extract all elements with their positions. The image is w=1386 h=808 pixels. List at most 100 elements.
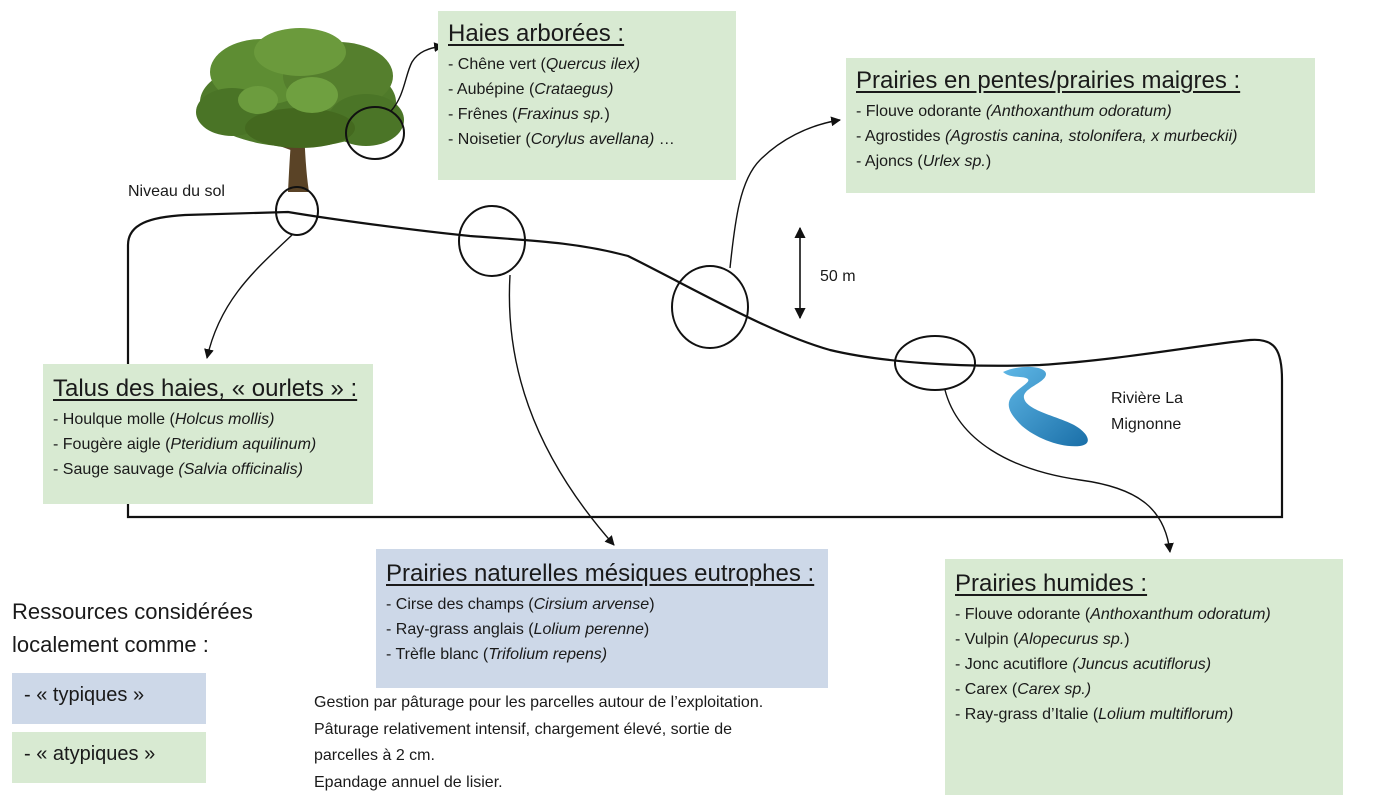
species-latin-name: Quercus ilex) bbox=[545, 56, 641, 73]
species-latin-name: (Agrostis canina, stolonifera, x murbeck… bbox=[944, 128, 1238, 145]
species-latin-name: Carex sp.) bbox=[1017, 681, 1092, 698]
legend-heading-line2: localement comme : bbox=[12, 632, 209, 657]
species-latin-name: Lolium perenne bbox=[533, 621, 644, 638]
species-item: - Trèfle blanc (Trifolium repens) bbox=[386, 642, 818, 667]
species-common-name: - Sauge sauvage bbox=[53, 461, 179, 478]
species-item: - Ray-grass anglais (Lolium perenne) bbox=[386, 617, 818, 642]
river-label: Rivière La Mignonne bbox=[1111, 386, 1183, 438]
legend-heading: Ressources considérées localement comme … bbox=[12, 595, 253, 661]
river-label-line2: Mignonne bbox=[1111, 416, 1182, 433]
hedge-trees-list: - Chêne vert (Quercus ilex)- Aubépine (C… bbox=[448, 52, 726, 152]
species-item: - Frênes (Fraxinus sp.) bbox=[448, 102, 726, 127]
management-note-line: Epandage annuel de lisier. bbox=[314, 773, 503, 791]
management-note-line: parcelles à 2 cm. bbox=[314, 747, 435, 764]
arrow-to-hedge-banks bbox=[204, 234, 293, 359]
circle-slope-meadow bbox=[671, 265, 749, 349]
arrow-to-mesic-meadows bbox=[508, 274, 615, 546]
hedge-banks-title: Talus des haies, « ourlets » : bbox=[53, 375, 358, 402]
legend-heading-line1: Ressources considérées bbox=[12, 599, 253, 624]
terrain-profile-line bbox=[126, 210, 1284, 519]
species-item: - Fougère aigle (Pteridium aquilinum) bbox=[53, 432, 363, 457]
species-common-name: - Cirse des champs ( bbox=[386, 596, 534, 613]
species-suffix: ) bbox=[985, 153, 992, 170]
slope-meadows-list: - Flouve odorante (Anthoxanthum odoratum… bbox=[856, 99, 1305, 174]
species-common-name: - Trèfle blanc ( bbox=[386, 646, 489, 663]
species-common-name: - Chêne vert ( bbox=[448, 56, 546, 73]
species-latin-name: (Salvia officinalis) bbox=[178, 461, 303, 478]
species-latin-name: Trifolium repens) bbox=[488, 646, 608, 663]
arrow-to-wet-meadows bbox=[944, 389, 1174, 553]
circle-hedge-canopy bbox=[345, 106, 405, 160]
hedge-trees-title: Haies arborées : bbox=[448, 20, 625, 47]
species-common-name: - Ray-grass d’Italie ( bbox=[955, 706, 1099, 723]
management-note-line: Gestion par pâturage pour les parcelles … bbox=[314, 694, 764, 711]
species-item: - Noisetier (Corylus avellana) … bbox=[448, 127, 726, 152]
species-suffix: ) bbox=[1124, 631, 1130, 648]
species-item: - Vulpin (Alopecurus sp.) bbox=[955, 627, 1333, 652]
legend-typical: - « typiques » bbox=[12, 673, 206, 724]
wet-meadows-list: - Flouve odorante (Anthoxanthum odoratum… bbox=[955, 602, 1333, 727]
circle-wet-meadow bbox=[894, 335, 976, 391]
species-common-name: - Aubépine ( bbox=[448, 81, 535, 98]
legend-atypical: - « atypiques » bbox=[12, 732, 206, 783]
river-illustration bbox=[1003, 366, 1088, 447]
species-common-name: - Noisetier ( bbox=[448, 131, 531, 148]
mesic-meadows-list: - Cirse des champs (Cirsium arvense)- Ra… bbox=[386, 592, 818, 667]
species-common-name: - Vulpin ( bbox=[955, 631, 1019, 648]
mesic-meadows-title: Prairies naturelles mésiques eutrophes : bbox=[386, 560, 815, 587]
species-common-name: - Agrostides bbox=[856, 128, 945, 145]
hedge-banks-box: Talus des haies, « ourlets » : - Houlque… bbox=[43, 364, 373, 504]
circle-mesic-meadow bbox=[458, 205, 526, 277]
scale-label: 50 m bbox=[820, 268, 856, 285]
species-latin-name: Lolium multiflorum) bbox=[1098, 706, 1234, 723]
species-item: - Jonc acutiflore (Juncus acutiflorus) bbox=[955, 652, 1333, 677]
species-common-name: - Carex ( bbox=[955, 681, 1018, 698]
circle-hedge-bank bbox=[275, 186, 319, 236]
species-latin-name: Alopecurus sp. bbox=[1018, 631, 1125, 648]
wet-meadows-box: Prairies humides : - Flouve odorante (An… bbox=[945, 559, 1343, 795]
species-latin-name: Urlex sp. bbox=[922, 153, 986, 170]
species-item: - Flouve odorante (Anthoxanthum odoratum… bbox=[856, 99, 1305, 124]
species-item: - Houlque molle (Holcus mollis) bbox=[53, 407, 363, 432]
management-note-line: Pâturage relativement intensif, chargeme… bbox=[314, 720, 733, 738]
species-common-name: - Flouve odorante ( bbox=[955, 606, 1091, 623]
species-suffix: ) bbox=[649, 596, 655, 613]
species-common-name: - Flouve odorante bbox=[856, 103, 986, 120]
species-common-name: - Fougère aigle ( bbox=[53, 436, 171, 453]
hedge-trees-box: Haies arborées : - Chêne vert (Quercus i… bbox=[438, 11, 736, 180]
species-latin-name: Pteridium aquilinum) bbox=[170, 436, 317, 453]
species-item: - Carex (Carex sp.) bbox=[955, 677, 1333, 702]
species-common-name: - Frênes ( bbox=[448, 106, 518, 123]
species-item: - Cirse des champs (Cirsium arvense) bbox=[386, 592, 818, 617]
hedge-banks-list: - Houlque molle (Holcus mollis)- Fougère… bbox=[53, 407, 363, 482]
species-common-name: - Jonc acutiflore bbox=[955, 656, 1073, 673]
slope-meadows-title: Prairies en pentes/prairies maigres : bbox=[856, 67, 1241, 94]
species-item: - Ajoncs (Urlex sp.) bbox=[856, 149, 1305, 174]
ground-level-label: Niveau du sol bbox=[128, 183, 225, 200]
species-item: - Ray-grass d’Italie (Lolium multiflorum… bbox=[955, 702, 1333, 727]
species-latin-name: (Juncus acutiflorus) bbox=[1072, 656, 1212, 673]
species-common-name: - Houlque molle ( bbox=[53, 411, 175, 428]
species-item: - Chêne vert (Quercus ilex) bbox=[448, 52, 726, 77]
species-latin-name: Fraxinus sp. bbox=[517, 106, 605, 123]
species-latin-name: (Anthoxanthum odoratum) bbox=[985, 103, 1172, 120]
mesic-meadows-box: Prairies naturelles mésiques eutrophes :… bbox=[376, 549, 828, 688]
species-item: - Aubépine (Crataegus) bbox=[448, 77, 726, 102]
species-common-name: - Ajoncs ( bbox=[856, 153, 923, 170]
arrow-to-hedge-trees bbox=[390, 42, 444, 112]
river-label-line1: Rivière La bbox=[1111, 390, 1184, 407]
species-latin-name: Cirsium arvense bbox=[533, 596, 650, 613]
management-note: Gestion par pâturage pour les parcelles … bbox=[314, 690, 763, 796]
species-latin-name: Crataegus) bbox=[534, 81, 614, 98]
species-item: - Agrostides (Agrostis canina, stolonife… bbox=[856, 124, 1305, 149]
species-item: - Sauge sauvage (Salvia officinalis) bbox=[53, 457, 363, 482]
species-suffix: … bbox=[654, 131, 675, 148]
slope-meadows-box: Prairies en pentes/prairies maigres : - … bbox=[846, 58, 1315, 193]
species-suffix: ) bbox=[604, 106, 610, 123]
species-item: - Flouve odorante (Anthoxanthum odoratum… bbox=[955, 602, 1333, 627]
arrow-to-slope-meadows bbox=[729, 116, 841, 269]
species-common-name: - Ray-grass anglais ( bbox=[386, 621, 534, 638]
species-suffix: ) bbox=[643, 621, 650, 638]
oak-tree-illustration bbox=[196, 28, 404, 192]
